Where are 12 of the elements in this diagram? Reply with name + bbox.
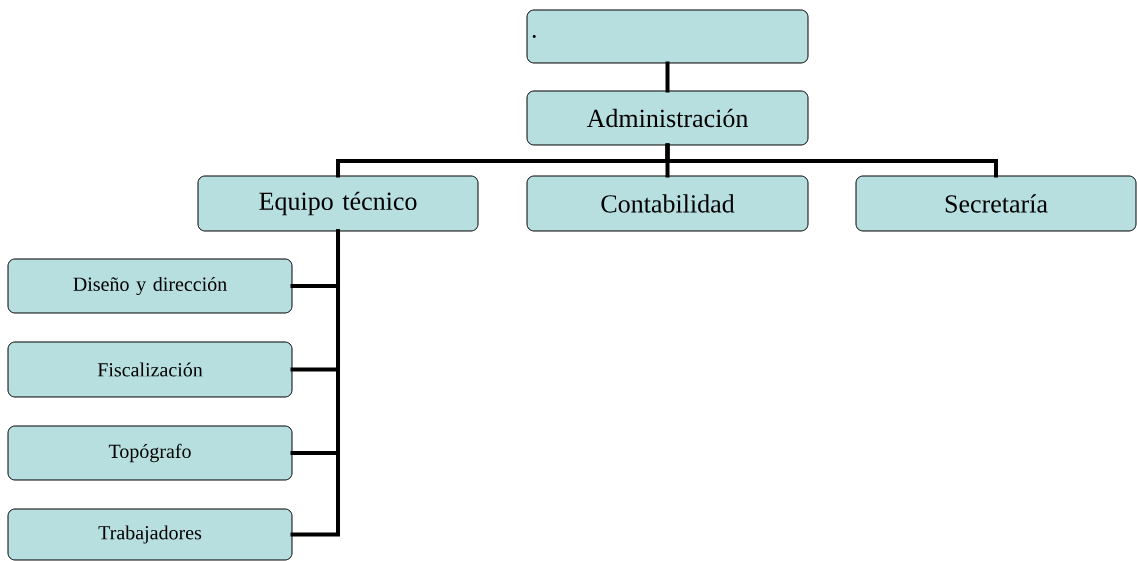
connector-line (290, 229, 340, 537)
connector-line (665, 61, 670, 93)
org-box: Trabajadores (7, 508, 293, 561)
org-box: Contabilidad (526, 175, 809, 232)
org-box: Administración (526, 90, 809, 146)
org-box: Diseño y dirección (7, 258, 293, 314)
org-box: Fiscalización (7, 341, 293, 398)
org-box: Secretaría (855, 175, 1137, 232)
org-box: Topógrafo (7, 425, 293, 481)
connector-line (665, 143, 998, 178)
org-box: Equipo técnico (197, 175, 479, 232)
org-box: . (526, 9, 809, 64)
